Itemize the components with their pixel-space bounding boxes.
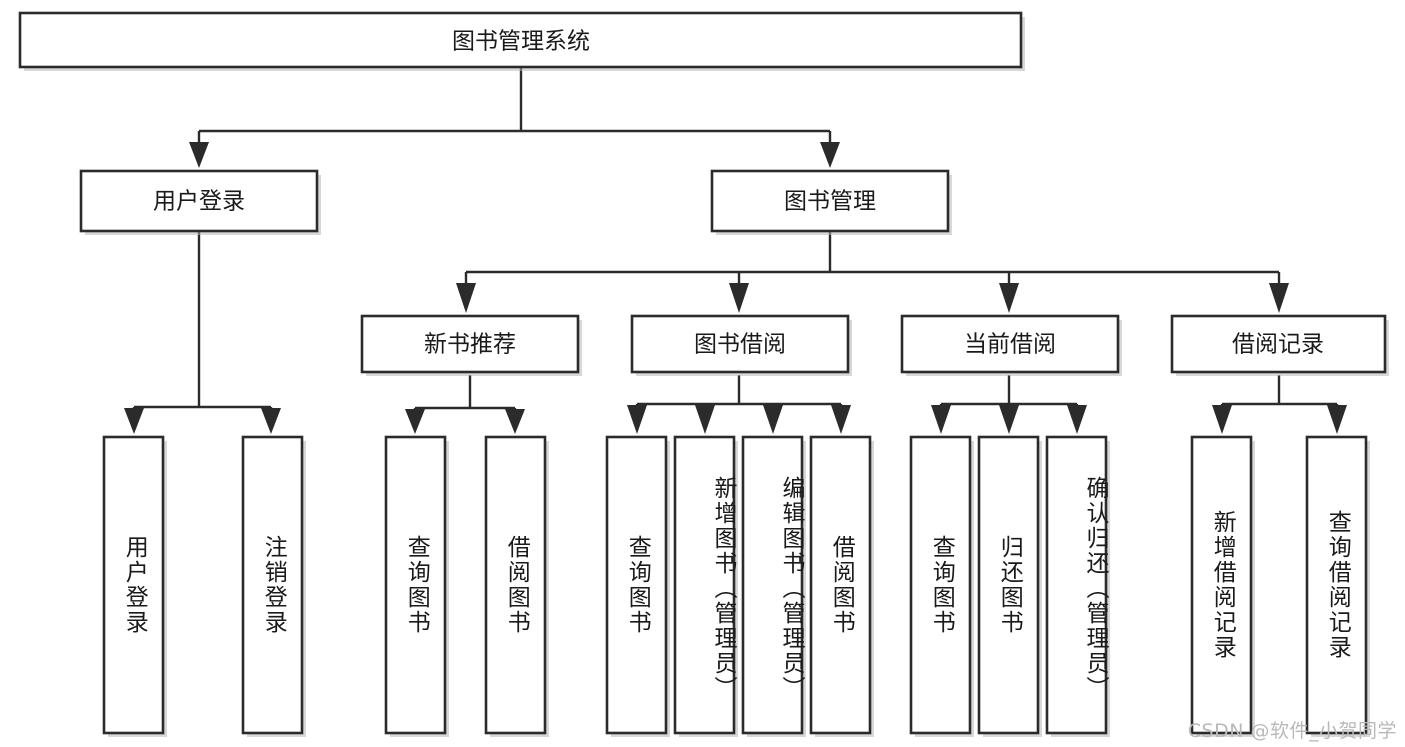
node-label-book-borrow: 图书借阅 <box>694 332 786 358</box>
leaf-box-user-login-2[interactable] <box>241 435 304 735</box>
leaf-box-current-borrow-2[interactable] <box>977 435 1040 735</box>
connector-group-book-mgmt <box>456 232 1289 313</box>
connector-group-current-borrow <box>931 375 1087 434</box>
node-label-borrow-record: 借阅记录 <box>1232 332 1324 358</box>
root-node-label: 图书管理系统 <box>452 29 590 55</box>
arrow-leaf-book-borrow-3 <box>763 405 783 434</box>
connector-group-root <box>189 67 840 168</box>
arrow-leaf-borrow-record-2 <box>1327 405 1347 434</box>
leaf-box-current-borrow-1[interactable] <box>909 435 972 735</box>
arrow-to-borrow-record <box>1269 283 1289 313</box>
leaf-box-book-borrow-2[interactable] <box>673 435 736 735</box>
arrow-leaf-current-borrow-3 <box>1067 405 1087 434</box>
node-box-user-login[interactable] <box>79 169 319 233</box>
node-label-book-mgmt: 图书管理 <box>784 189 876 215</box>
leaf-box-current-borrow-3[interactable] <box>1045 435 1108 735</box>
connector-group-book-borrow <box>627 375 851 434</box>
arrow-to-new-book <box>456 283 476 313</box>
connector-group-user-login <box>124 232 281 434</box>
arrow-leaf-book-borrow-2 <box>695 405 715 434</box>
arrow-to-user-login <box>189 142 209 168</box>
leaf-box-user-login-1[interactable] <box>102 435 165 735</box>
csdn-watermark: CSDN @软件_小贺同学 <box>1187 720 1397 742</box>
node-box-current-borrow[interactable] <box>900 314 1120 374</box>
leaf-box-borrow-record-2[interactable] <box>1305 435 1368 735</box>
leaf-box-book-borrow-4[interactable] <box>809 435 872 735</box>
connector-group-new-book <box>405 375 525 434</box>
arrow-leaf-current-borrow-1 <box>931 405 951 434</box>
leaf-box-borrow-record-1[interactable] <box>1190 435 1253 735</box>
arrow-leaf-borrow-record-1 <box>1212 405 1232 434</box>
root-node-box[interactable] <box>18 11 1023 69</box>
leaf-box-book-borrow-1[interactable] <box>605 435 668 735</box>
node-label-current-borrow: 当前借阅 <box>964 332 1056 358</box>
node-label-new-book: 新书推荐 <box>424 332 516 358</box>
arrow-leaf-current-borrow-2 <box>999 405 1019 434</box>
arrow-to-book-borrow <box>729 283 749 313</box>
node-label-user-login: 用户登录 <box>153 189 245 215</box>
arrow-to-current-borrow <box>999 283 1019 313</box>
arrow-leaf-new-book-2 <box>505 409 525 434</box>
node-box-book-borrow[interactable] <box>630 314 850 374</box>
node-box-borrow-record[interactable] <box>1170 314 1387 374</box>
arrow-leaf-user-login-2 <box>261 408 281 434</box>
node-box-new-book[interactable] <box>360 314 580 374</box>
arrow-leaf-user-login-1 <box>124 408 144 434</box>
arrow-leaf-book-borrow-1 <box>627 405 647 434</box>
leaf-box-new-book-1[interactable] <box>384 435 447 735</box>
arrow-leaf-book-borrow-4 <box>831 405 851 434</box>
leaf-box-book-borrow-3[interactable] <box>741 435 804 735</box>
connector-group-borrow-record <box>1212 375 1347 434</box>
leaf-box-new-book-2[interactable] <box>484 435 547 735</box>
node-box-book-mgmt[interactable] <box>710 169 950 233</box>
arrow-leaf-new-book-1 <box>405 409 425 434</box>
arrow-to-book-mgmt <box>820 142 840 168</box>
